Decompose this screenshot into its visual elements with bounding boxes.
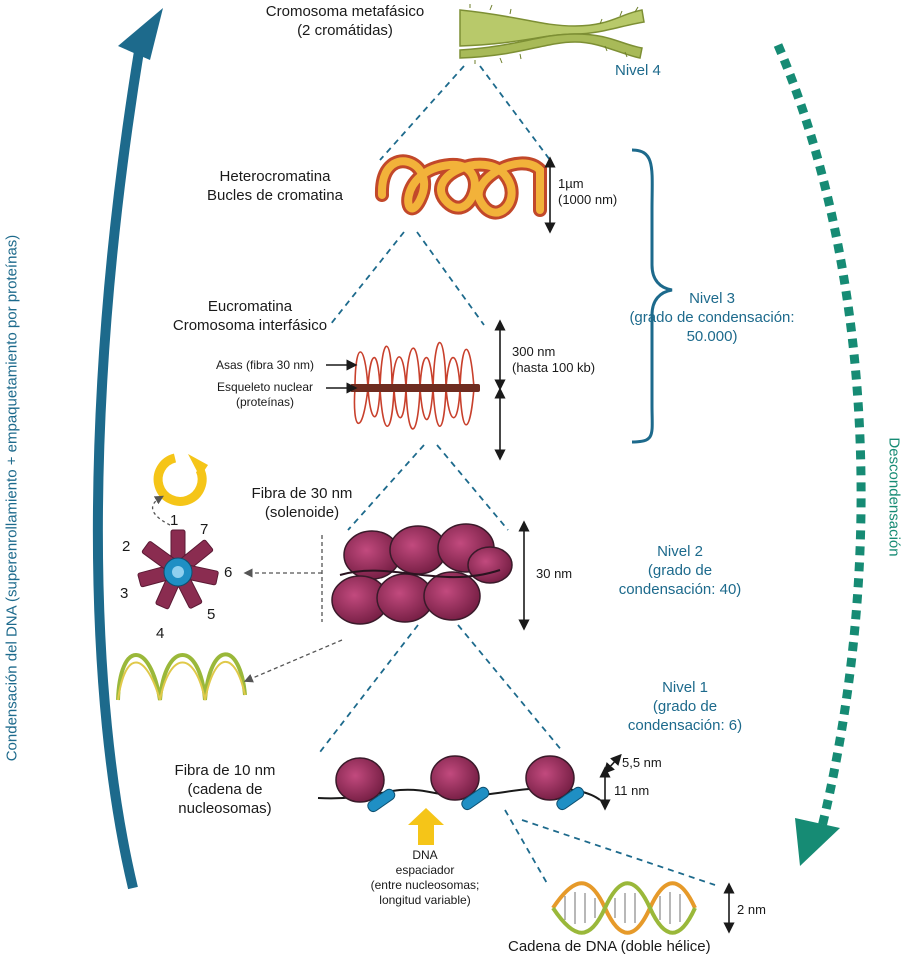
condensation-side-label: Condensación del DNA (superenrollamiento… (3, 234, 21, 762)
measure-5-5nm: 5,5 nm (622, 755, 662, 770)
solenoid-number-3: 3 (120, 585, 129, 602)
measure-11nm: 11 nm (614, 783, 650, 798)
dna-chain-label: Cadena de DNA (doble hélice) (508, 938, 711, 955)
solenoid-side-view (116, 652, 247, 701)
solenoid-number-4: 4 (156, 625, 165, 642)
connector-lines (319, 65, 716, 886)
level4-label: Nivel 4 (615, 62, 661, 79)
metaphase-chromosome-label: Cromosoma metafásico(2 cromátidas) (265, 3, 425, 39)
nucleosome-chain (317, 755, 601, 813)
dna-double-helix (551, 881, 697, 935)
solenoid-number-6: 6 (224, 564, 233, 581)
interphase-chromosome (350, 341, 480, 430)
measure-1um: 1µm(1000 nm) (558, 176, 618, 208)
decondensation-arrow (773, 43, 866, 866)
metaphase-chromosome (459, 4, 645, 64)
solenoid-number-1: 1 (170, 512, 179, 529)
measure-30nm: 30 nm (536, 566, 573, 581)
loops-label: Asas (fibra 30 nm) (216, 358, 315, 372)
condensation-arrow (92, 8, 163, 890)
measure-arrows (326, 156, 735, 934)
nuclear-scaffold-label: Esqueleto nuclear(proteínas) (216, 380, 314, 409)
solenoid-number-5: 5 (207, 606, 216, 623)
solenoid-number-2: 2 (122, 538, 131, 555)
measure-2nm: 2 nm (737, 902, 766, 917)
solenoid-leaders (243, 535, 343, 683)
level3-brace (631, 148, 673, 444)
solenoid-cross-section (137, 529, 219, 610)
measure-300nm: 300 nm(hasta 100 kb) (512, 344, 596, 376)
spacer-arrow (408, 808, 444, 845)
level3-label: Nivel 3(grado de condensación:50.000) (629, 290, 795, 345)
decondensation-side-label: Descondensación (885, 437, 903, 557)
rotation-icon (153, 453, 208, 506)
solenoid-fiber (331, 523, 513, 625)
solenoid-number-7: 7 (200, 521, 209, 538)
fiber-30nm-label: Fibra de 30 nm(solenoide) (251, 485, 353, 521)
chromatin-loops (374, 154, 547, 220)
